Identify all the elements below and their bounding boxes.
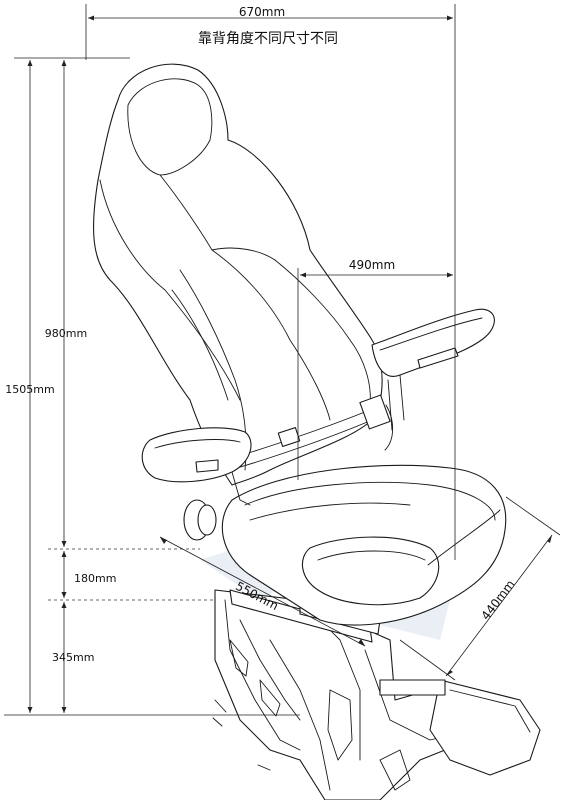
seat-illustration: [92, 63, 541, 800]
dimension-lines: [4, 4, 561, 716]
seat-belt: [224, 394, 394, 471]
label-seat-depth: 440mm: [478, 577, 517, 622]
armrest-left: [141, 427, 252, 506]
label-base-height: 345mm: [52, 651, 94, 664]
footrest: [379, 679, 541, 776]
backrest: [92, 63, 383, 486]
seat-base: [212, 589, 471, 800]
label-cushion-gap: 180mm: [74, 572, 116, 585]
label-note: 靠背角度不同尺寸不同: [198, 31, 338, 47]
label-backrest-height: 980mm: [45, 327, 87, 340]
label-total-height: 1505mm: [5, 383, 54, 396]
seat-cushion: [221, 464, 507, 626]
label-width-total: 670mm: [239, 5, 285, 19]
armrest-right: [371, 308, 495, 431]
adjust-knob: [183, 499, 217, 541]
label-armrest-span: 490mm: [349, 258, 395, 272]
